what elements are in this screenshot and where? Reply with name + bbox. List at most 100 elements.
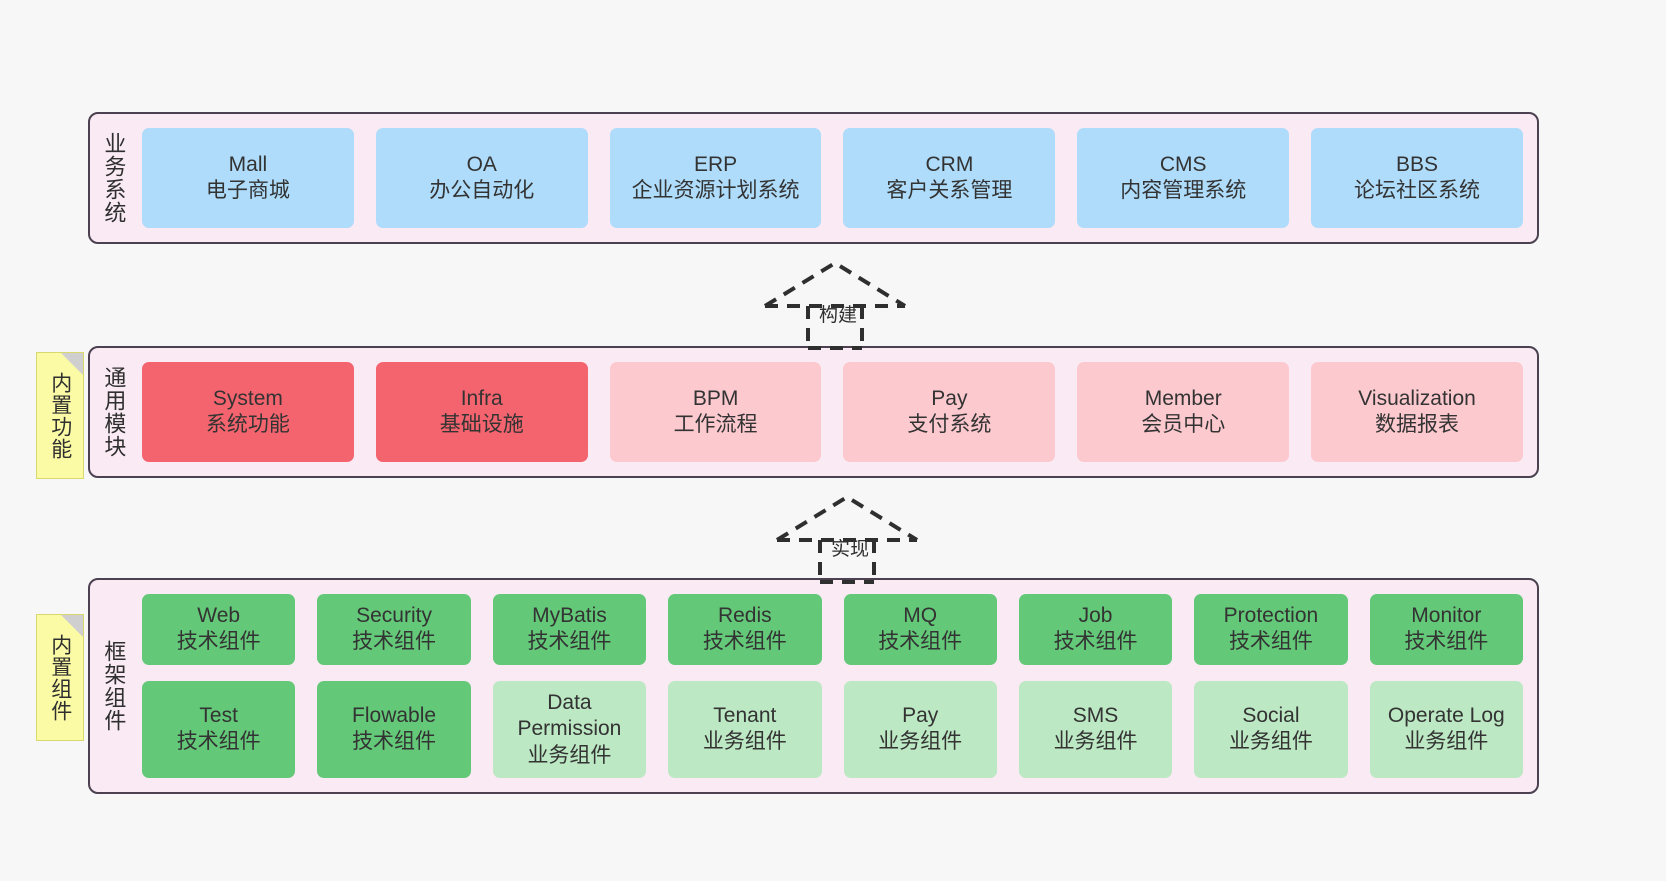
node-mall-name: Mall <box>228 152 268 176</box>
node-bpm-desc: 工作流程 <box>673 413 758 436</box>
row-tech-components: Web 技术组件 Security 技术组件 MyBatis 技术组件 Redi… <box>142 594 1523 665</box>
layer-title-common-modules: 通用模块 <box>101 366 127 458</box>
node-infra[interactable]: Infra 基础设施 <box>375 362 588 462</box>
connector-build: 构建 <box>760 258 910 350</box>
node-social-desc: 业务组件 <box>1228 730 1313 754</box>
node-test[interactable]: Test 技术组件 <box>142 680 296 778</box>
node-job[interactable]: Job 技术组件 <box>1018 594 1173 665</box>
node-tenant-desc: 业务组件 <box>702 730 787 754</box>
node-data-permission[interactable]: Data Permission 业务组件 <box>492 680 647 778</box>
node-protection-name: Protection <box>1223 604 1319 628</box>
layer-body-common-modules: System 系统功能 Infra 基础设施 BPM 工作流程 Pay 支付系统… <box>136 348 1537 476</box>
node-member-desc: 会员中心 <box>1141 413 1226 436</box>
node-monitor-desc: 技术组件 <box>1404 630 1489 654</box>
node-erp[interactable]: ERP 企业资源计划系统 <box>609 128 822 228</box>
node-flowable-desc: 技术组件 <box>352 730 437 754</box>
layer-common-modules: 通用模块 System 系统功能 Infra 基础设施 BPM 工作流程 Pay… <box>88 346 1539 478</box>
note-built-in-components: 内置组件 <box>36 614 84 741</box>
node-crm[interactable]: CRM 客户关系管理 <box>843 128 1056 228</box>
node-oa[interactable]: OA 办公自动化 <box>375 128 588 228</box>
node-protection[interactable]: Protection 技术组件 <box>1194 594 1348 665</box>
node-web-name: Web <box>197 604 241 628</box>
node-crm-desc: 客户关系管理 <box>886 179 1013 202</box>
node-system[interactable]: System 系统功能 <box>142 362 354 462</box>
layer-framework-components: 框架组件 Web 技术组件 Security 技术组件 MyBatis 技术组件… <box>88 578 1539 794</box>
node-mybatis-name: MyBatis <box>532 604 607 628</box>
node-job-desc: 技术组件 <box>1053 630 1138 654</box>
node-web[interactable]: Web 技术组件 <box>142 594 296 665</box>
node-mq-desc: 技术组件 <box>878 630 963 654</box>
node-mq[interactable]: MQ 技术组件 <box>843 594 997 665</box>
node-bpm[interactable]: BPM 工作流程 <box>609 362 822 462</box>
node-pay-component[interactable]: Pay 业务组件 <box>843 680 997 778</box>
connector-build-label: 构建 <box>819 305 858 326</box>
node-erp-name: ERP <box>693 152 738 176</box>
node-member[interactable]: Member 会员中心 <box>1077 362 1290 462</box>
node-mall[interactable]: Mall 电子商城 <box>142 128 354 228</box>
note-built-in-components-label: 内置组件 <box>48 633 72 722</box>
connector-build-arrow <box>763 260 907 350</box>
node-mybatis[interactable]: MyBatis 技术组件 <box>492 594 647 665</box>
node-visualization-name: Visualization <box>1358 386 1476 410</box>
layer-business-systems: 业务系统 Mall 电子商城 OA 办公自动化 ERP 企业资源计划系统 CRM… <box>88 112 1539 244</box>
node-protection-desc: 技术组件 <box>1228 630 1313 654</box>
node-test-desc: 技术组件 <box>176 730 261 754</box>
node-data-permission-name: Data Permission <box>517 691 622 741</box>
node-security-name: Security <box>356 604 432 628</box>
node-visualization-desc: 数据报表 <box>1375 413 1460 436</box>
node-mall-desc: 电子商城 <box>205 179 290 202</box>
node-mybatis-desc: 技术组件 <box>527 630 612 654</box>
node-cms-name: CMS <box>1159 152 1207 176</box>
row-business-systems: Mall 电子商城 OA 办公自动化 ERP 企业资源计划系统 CRM 客户关系… <box>142 128 1523 228</box>
node-infra-name: Infra <box>460 386 503 410</box>
row-business-components: Test 技术组件 Flowable 技术组件 Data Permission … <box>142 680 1523 778</box>
node-monitor[interactable]: Monitor 技术组件 <box>1369 594 1523 665</box>
node-operate-log[interactable]: Operate Log 业务组件 <box>1369 680 1523 778</box>
node-mq-name: MQ <box>903 604 938 628</box>
node-pay-module-name: Pay <box>931 386 968 410</box>
node-web-desc: 技术组件 <box>176 630 261 654</box>
node-operate-log-name: Operate Log <box>1387 704 1505 728</box>
layer-body-framework-components: Web 技术组件 Security 技术组件 MyBatis 技术组件 Redi… <box>136 580 1537 792</box>
node-security[interactable]: Security 技术组件 <box>317 594 471 665</box>
layer-body-business-systems: Mall 电子商城 OA 办公自动化 ERP 企业资源计划系统 CRM 客户关系… <box>136 114 1537 242</box>
node-redis[interactable]: Redis 技术组件 <box>668 594 822 665</box>
node-flowable[interactable]: Flowable 技术组件 <box>317 680 471 778</box>
node-bbs-name: BBS <box>1396 152 1439 176</box>
node-system-name: System <box>212 386 283 410</box>
node-cms-desc: 内容管理系统 <box>1120 179 1247 202</box>
node-social[interactable]: Social 业务组件 <box>1194 680 1348 778</box>
node-oa-desc: 办公自动化 <box>429 179 535 202</box>
node-bbs-desc: 论坛社区系统 <box>1354 179 1481 202</box>
node-pay-module-desc: 支付系统 <box>907 413 992 436</box>
connector-implement-label: 实现 <box>831 539 870 560</box>
node-job-name: Job <box>1078 604 1113 628</box>
node-tenant[interactable]: Tenant 业务组件 <box>668 680 822 778</box>
node-oa-name: OA <box>466 152 497 176</box>
connector-implement-arrow <box>775 494 919 584</box>
note-built-in-features-label: 内置功能 <box>48 371 72 460</box>
node-system-desc: 系统功能 <box>205 413 290 436</box>
node-social-name: Social <box>1242 704 1300 728</box>
layer-title-framework-components: 框架组件 <box>101 640 127 732</box>
node-erp-desc: 企业资源计划系统 <box>631 179 800 202</box>
node-sms[interactable]: SMS 业务组件 <box>1018 680 1173 778</box>
node-visualization[interactable]: Visualization 数据报表 <box>1311 362 1523 462</box>
row-common-modules: System 系统功能 Infra 基础设施 BPM 工作流程 Pay 支付系统… <box>142 362 1523 462</box>
layer-title-business-systems: 业务系统 <box>101 132 127 224</box>
node-flowable-name: Flowable <box>352 704 437 728</box>
node-tenant-name: Tenant <box>713 704 777 728</box>
node-redis-desc: 技术组件 <box>702 630 787 654</box>
node-operate-log-desc: 业务组件 <box>1404 730 1489 754</box>
node-cms[interactable]: CMS 内容管理系统 <box>1077 128 1290 228</box>
node-bpm-name: BPM <box>692 386 739 410</box>
node-redis-name: Redis <box>717 604 772 628</box>
node-member-name: Member <box>1144 386 1222 410</box>
node-sms-desc: 业务组件 <box>1053 730 1138 754</box>
node-bbs[interactable]: BBS 论坛社区系统 <box>1311 128 1523 228</box>
node-sms-name: SMS <box>1072 704 1119 728</box>
note-built-in-features: 内置功能 <box>36 352 84 479</box>
node-pay-module[interactable]: Pay 支付系统 <box>843 362 1056 462</box>
node-pay-component-desc: 业务组件 <box>878 730 963 754</box>
